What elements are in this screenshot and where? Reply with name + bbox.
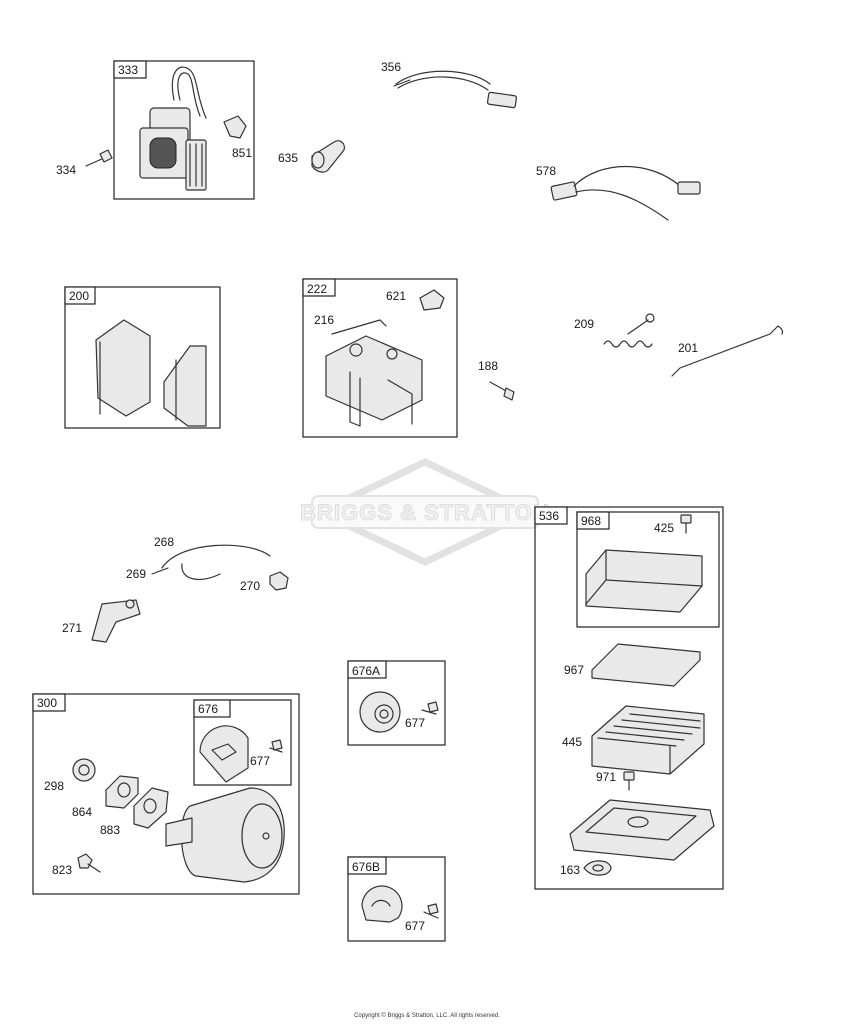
part-864[interactable] — [105, 775, 139, 809]
part-864-label[interactable]: 864 — [72, 805, 92, 819]
part-269-label[interactable]: 269 — [126, 567, 146, 581]
part-356-label[interactable]: 356 — [381, 60, 401, 74]
part-216-label[interactable]: 216 — [314, 313, 334, 327]
group-676-label: 676 — [198, 702, 218, 716]
copyright-notice: Copyright © Briggs & Stratton, LLC. All … — [354, 1013, 500, 1019]
part-425-label[interactable]: 425 — [654, 521, 674, 535]
part-201[interactable] — [671, 325, 784, 377]
group-222[interactable]: 222 — [302, 278, 458, 438]
part-425[interactable] — [680, 514, 692, 534]
group-676[interactable]: 676 — [193, 699, 292, 786]
part-677a-label[interactable]: 677 — [405, 716, 425, 730]
group-968[interactable]: 968 — [576, 511, 720, 628]
watermark-logo: BRIGGS & STRATTON — [300, 458, 550, 566]
group-333[interactable]: 333 — [113, 60, 255, 200]
part-971-label[interactable]: 971 — [596, 770, 616, 784]
group-300-label: 300 — [37, 696, 57, 710]
group-536-label: 536 — [539, 509, 559, 523]
part-578[interactable] — [550, 165, 701, 221]
part-967[interactable] — [591, 643, 701, 687]
group-200[interactable]: 200 — [64, 286, 221, 429]
part-188[interactable] — [489, 381, 515, 401]
part-445-label[interactable]: 445 — [562, 735, 582, 749]
group-222-label: 222 — [307, 282, 327, 296]
part-270-label[interactable]: 270 — [240, 579, 260, 593]
part-269[interactable] — [151, 567, 169, 575]
part-209-label[interactable]: 209 — [574, 317, 594, 331]
part-271[interactable] — [91, 599, 141, 643]
part-271-label[interactable]: 271 — [62, 621, 82, 635]
part-635-label[interactable]: 635 — [278, 151, 298, 165]
part-163[interactable] — [583, 860, 612, 876]
part-268-label[interactable]: 268 — [154, 535, 174, 549]
part-163-label[interactable]: 163 — [560, 863, 580, 877]
part-823[interactable] — [77, 853, 101, 873]
part-209[interactable] — [603, 313, 655, 348]
group-676A[interactable]: 676A — [347, 660, 446, 746]
watermark-text: BRIGGS & STRATTON — [300, 500, 550, 525]
part-971[interactable] — [623, 771, 635, 791]
group-676B[interactable]: 676B — [347, 856, 446, 942]
part-334[interactable] — [85, 149, 113, 167]
part-298[interactable] — [72, 758, 96, 782]
part-356[interactable] — [393, 70, 518, 109]
part-883[interactable] — [133, 787, 169, 829]
part-270[interactable] — [269, 571, 289, 591]
air-cleaner-base — [569, 799, 715, 861]
muffler-body — [165, 787, 285, 883]
part-883-label[interactable]: 883 — [100, 823, 120, 837]
group-968-label: 968 — [581, 514, 601, 528]
part-677c-label[interactable]: 677 — [405, 919, 425, 933]
part-188-label[interactable]: 188 — [478, 359, 498, 373]
part-578-label[interactable]: 578 — [536, 164, 556, 178]
group-200-label: 200 — [69, 289, 89, 303]
part-621-label[interactable]: 621 — [386, 289, 406, 303]
part-445[interactable] — [591, 705, 705, 775]
part-298-label[interactable]: 298 — [44, 779, 64, 793]
part-851-shape — [223, 115, 247, 139]
group-536[interactable]: 536 — [534, 506, 724, 890]
part-334-label[interactable]: 334 — [56, 163, 76, 177]
part-967-label[interactable]: 967 — [564, 663, 584, 677]
part-677b-label[interactable]: 677 — [250, 754, 270, 768]
part-268[interactable] — [161, 544, 271, 581]
part-823-label[interactable]: 823 — [52, 863, 72, 877]
part-851-label[interactable]: 851 — [232, 146, 252, 160]
group-676B-label: 676B — [352, 860, 380, 874]
part-635[interactable] — [311, 140, 345, 173]
group-676A-label: 676A — [352, 664, 380, 678]
group-333-label: 333 — [118, 63, 138, 77]
part-201-label[interactable]: 201 — [678, 341, 698, 355]
group-300[interactable]: 300 — [32, 693, 300, 895]
